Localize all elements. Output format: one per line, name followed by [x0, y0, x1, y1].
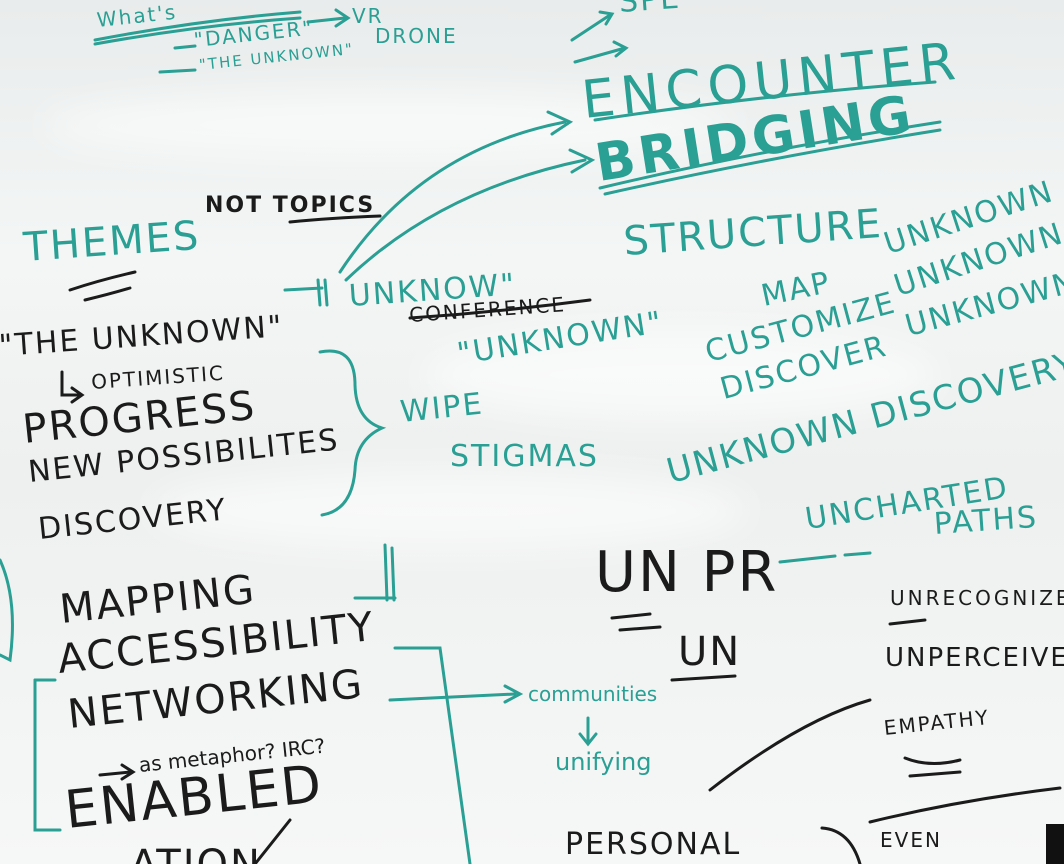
note-un: UN	[678, 629, 742, 675]
note-spe: SPE	[617, 0, 683, 20]
note-vr: VR	[352, 4, 384, 28]
note-personal: PERSONAL	[565, 827, 742, 862]
note-unrecognize: UNRECOGNIZE	[890, 586, 1064, 610]
note-communities: communities	[528, 682, 658, 706]
note-unifying: unifying	[555, 748, 652, 776]
marker-tray	[1046, 824, 1064, 864]
note-not-topics: NOT TOPICS	[205, 193, 376, 218]
note-stigmas: STIGMAS	[450, 439, 599, 474]
note-ation: ATION	[130, 845, 262, 864]
note-un-pr: UN PR	[595, 540, 779, 605]
note-themes: THEMES	[22, 212, 202, 271]
note-even: EVEN	[880, 828, 942, 852]
light-glare	[150, 470, 750, 550]
light-glare	[420, 330, 940, 420]
note-wipe: WIPE	[398, 386, 486, 430]
note-unperceived: UNPERCEIVED	[885, 643, 1064, 673]
note-drone: DRONE	[375, 24, 458, 48]
light-glare	[40, 90, 740, 160]
note-paths: PATHS	[932, 499, 1040, 542]
